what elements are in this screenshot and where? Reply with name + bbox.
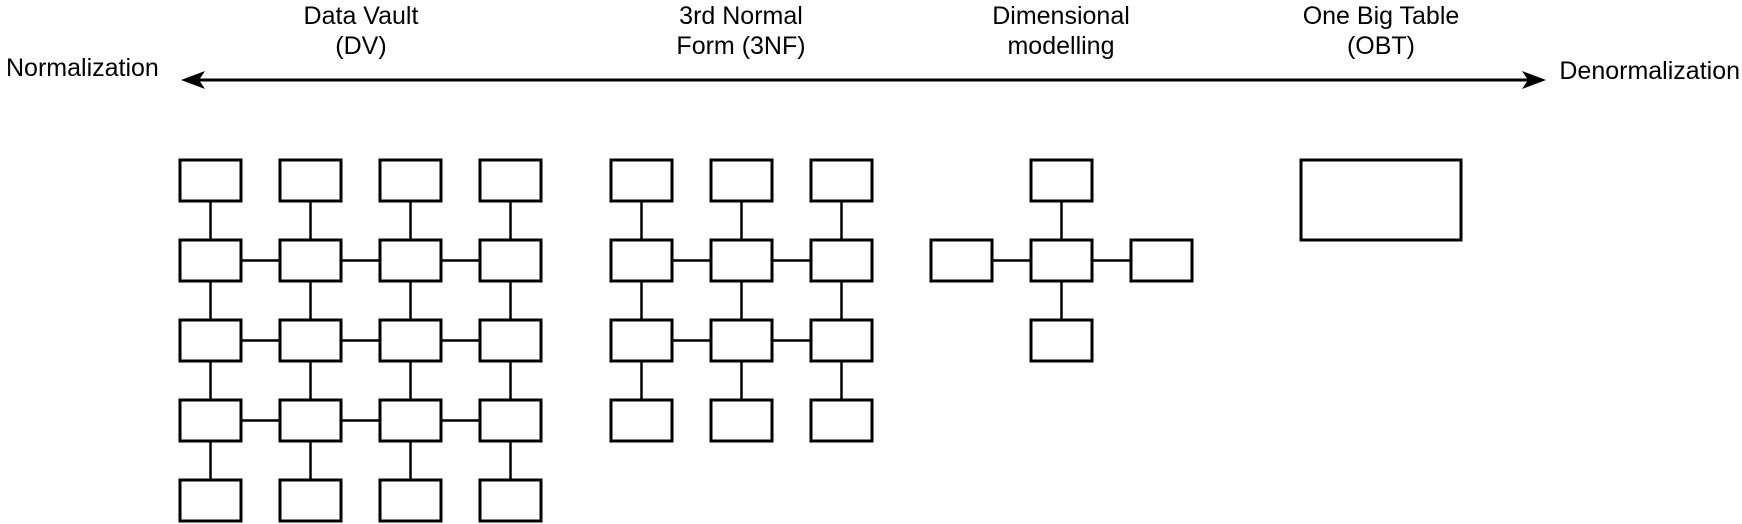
- third-normal-form-label: 3rd Normal Form (3NF): [591, 1, 891, 61]
- data-vault-schema-entity-box: [378, 398, 443, 443]
- one-big-table-label: One Big Table (OBT): [1231, 1, 1531, 61]
- star-schema-dimension-box: [1129, 238, 1194, 283]
- data-vault-schema-entity-box: [278, 158, 343, 203]
- normalization-label: Normalization: [6, 54, 159, 82]
- data-vault-schema-entity-box: [378, 478, 443, 523]
- denormalization-label: Denormalization: [1559, 57, 1740, 85]
- one-big-table-schema-entity-box: [1299, 158, 1463, 242]
- data-vault-schema-entity-box: [478, 478, 543, 523]
- data-vault-schema-entity-box: [178, 478, 243, 523]
- star-schema-dimension-box: [929, 238, 994, 283]
- data-vault-schema-entity-box: [378, 158, 443, 203]
- data-vault-schema-entity-box: [278, 398, 343, 443]
- third-normal-form-schema-entity-box: [709, 238, 774, 283]
- third-normal-form-schema-entity-box: [809, 158, 874, 203]
- dimensional-modelling-label-line1: Dimensional: [992, 2, 1130, 30]
- third-normal-form-schema-entity-box: [609, 158, 674, 203]
- one-big-table-label-line1: One Big Table: [1302, 2, 1460, 30]
- third-normal-form-schema-entity-box: [609, 398, 674, 443]
- data-vault-schema-entity-box: [478, 318, 543, 363]
- third-normal-form-schema-entity-box: [709, 398, 774, 443]
- data-vault-schema-entity-box: [378, 318, 443, 363]
- right-arrowhead-icon: [1522, 71, 1546, 89]
- star-schema-fact-box: [1029, 238, 1094, 283]
- data-vault-label: Data Vault (DV): [211, 1, 511, 61]
- data-vault-schema-entity-box: [278, 478, 343, 523]
- third-normal-form-schema-entity-box: [609, 318, 674, 363]
- star-schema-dimension-box: [1029, 158, 1094, 203]
- third-normal-form-schema-entity-box: [709, 158, 774, 203]
- third-normal-form-schema-entity-box: [609, 238, 674, 283]
- third-normal-form-label-line2: Form (3NF): [676, 32, 806, 60]
- data-vault-schema-entity-box: [378, 238, 443, 283]
- dimensional-modelling-label-line2: modelling: [1007, 32, 1115, 60]
- data-vault-label-line1: Data Vault: [303, 2, 419, 30]
- data-vault-schema-entity-box: [178, 158, 243, 203]
- third-normal-form-schema-entity-box: [809, 238, 874, 283]
- data-vault-schema-entity-box: [278, 318, 343, 363]
- data-vault-schema-entity-box: [278, 238, 343, 283]
- data-vault-label-line2: (DV): [335, 32, 387, 60]
- data-vault-schema-entity-box: [178, 238, 243, 283]
- third-normal-form-schema-entity-box: [709, 318, 774, 363]
- third-normal-form-label-line1: 3rd Normal: [679, 2, 803, 30]
- left-arrowhead-icon: [181, 71, 205, 89]
- data-vault-schema-entity-box: [478, 238, 543, 283]
- data-vault-schema-entity-box: [178, 318, 243, 363]
- third-normal-form-schema-entity-box: [809, 318, 874, 363]
- data-vault-schema-entity-box: [478, 158, 543, 203]
- star-schema-dimension-box: [1029, 318, 1094, 363]
- data-vault-schema-entity-box: [478, 398, 543, 443]
- one-big-table-label-line2: (OBT): [1346, 32, 1416, 60]
- dimensional-modelling-label: Dimensional modelling: [911, 1, 1211, 61]
- third-normal-form-schema-entity-box: [809, 398, 874, 443]
- data-vault-schema-entity-box: [178, 398, 243, 443]
